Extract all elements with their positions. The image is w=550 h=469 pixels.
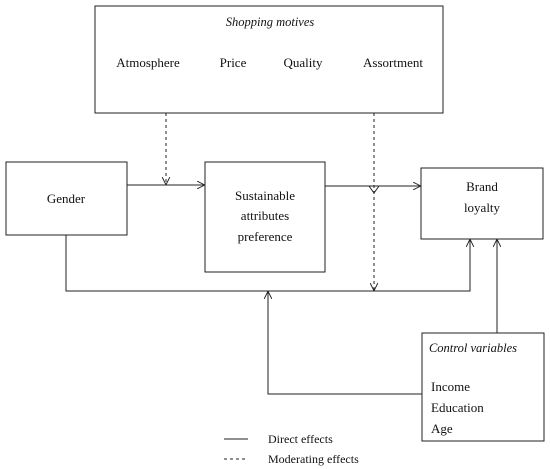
sustainable-line-2: attributes — [241, 208, 289, 223]
motive-atmosphere: Atmosphere — [116, 55, 180, 70]
control-age: Age — [431, 421, 453, 436]
sustainable-attributes-box: Sustainable attributes preference — [204, 161, 326, 273]
arrow-gender-to-brand — [65, 235, 470, 292]
gender-label: Gender — [47, 191, 86, 206]
moderating-arrow-head-mid-a — [368, 185, 375, 194]
arrow-control-to-path — [268, 292, 422, 395]
legend-direct-label: Direct effects — [268, 432, 333, 446]
control-income: Income — [431, 379, 470, 394]
brand-line-1: Brand — [466, 179, 498, 194]
sustainable-line-3: preference — [238, 229, 293, 244]
motive-assortment: Assortment — [363, 55, 423, 70]
legend: Direct effects Moderating effects — [224, 432, 359, 466]
control-variables-title: Control variables — [429, 341, 517, 355]
moderating-arrow-head-mid-b — [373, 185, 380, 194]
legend-moderating-label: Moderating effects — [268, 452, 359, 466]
brand-line-2: loyalty — [464, 200, 501, 215]
gender-box: Gender — [5, 161, 128, 236]
motive-price: Price — [220, 55, 247, 70]
control-education: Education — [431, 400, 484, 415]
motive-quality: Quality — [284, 55, 323, 70]
control-variables-box: Control variables Income Education Age — [421, 332, 545, 442]
shopping-motives-box: Shopping motives Atmosphere Price Qualit… — [94, 5, 444, 114]
shopping-motives-title: Shopping motives — [226, 15, 315, 29]
brand-loyalty-box: Brand loyalty — [420, 167, 544, 240]
sustainable-line-1: Sustainable — [235, 188, 295, 203]
